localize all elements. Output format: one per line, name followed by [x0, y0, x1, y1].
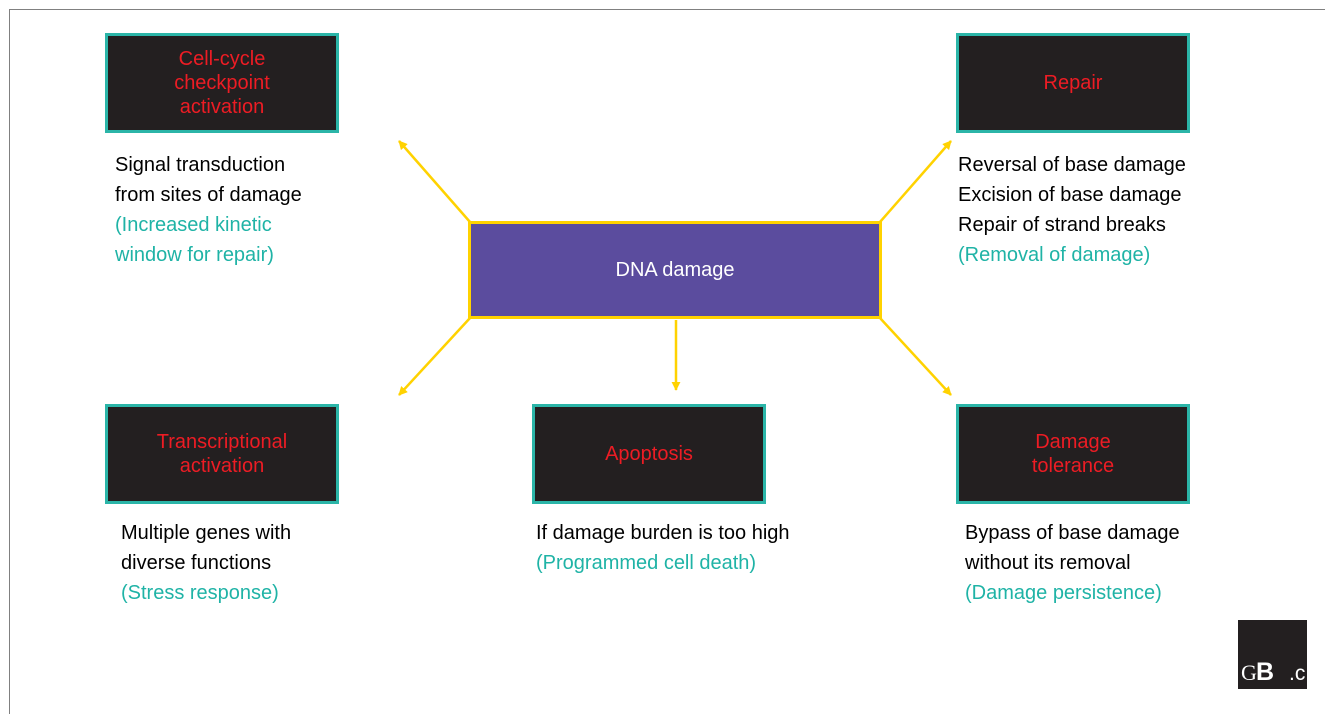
- checkpoint-title: Cell-cycle checkpoint activation: [174, 48, 270, 118]
- apoptosis-title: Apoptosis: [605, 443, 693, 465]
- tolerance-line: without its removal: [965, 552, 1131, 574]
- tolerance-description: Bypass of base damage without its remova…: [965, 518, 1180, 608]
- dna-damage-node: DNA damage: [468, 221, 882, 319]
- logo-c: .c: [1289, 662, 1306, 685]
- arrow-to-transcription: [398, 317, 471, 396]
- repair-line: Excision of base damage: [958, 184, 1182, 206]
- tolerance-node: Damage tolerance: [956, 404, 1190, 504]
- repair-title: Repair: [1043, 72, 1103, 94]
- repair-node: Repair: [956, 33, 1190, 133]
- apoptosis-line: If damage burden is too high: [536, 522, 790, 544]
- repair-description: Reversal of base damage Excision of base…: [958, 150, 1186, 270]
- checkpoint-outcome: (Increased kinetic: [115, 214, 272, 236]
- checkpoint-line: from sites of damage: [115, 184, 302, 206]
- logo-b: B: [1256, 658, 1275, 686]
- checkpoint-outcome: window for repair): [115, 244, 274, 266]
- checkpoint-line: Signal transduction: [115, 154, 286, 176]
- figure-frame: [9, 9, 1325, 714]
- apoptosis-node: Apoptosis: [532, 404, 766, 504]
- dna-damage-label: DNA damage: [615, 258, 735, 281]
- tolerance-title: Damage tolerance: [1031, 431, 1115, 477]
- apoptosis-description: If damage burden is too high (Programmed…: [536, 518, 790, 578]
- checkpoint-description: Signal transduction from sites of damage…: [115, 150, 302, 270]
- arrow-to-checkpoint: [398, 140, 471, 223]
- repair-line: Reversal of base damage: [958, 154, 1186, 176]
- transcription-line: diverse functions: [121, 552, 272, 574]
- transcription-outcome: (Stress response): [121, 582, 279, 604]
- transcription-title: Transcriptional activation: [156, 431, 288, 477]
- tolerance-outcome: (Damage persistence): [965, 582, 1162, 604]
- arrow-to-repair: [879, 140, 952, 223]
- checkpoint-node: Cell-cycle checkpoint activation: [105, 33, 339, 133]
- transcription-description: Multiple genes with diverse functions (S…: [121, 518, 291, 608]
- publisher-logo: G B .c: [1238, 620, 1307, 689]
- logo-g: G: [1241, 660, 1257, 685]
- transcription-node: Transcriptional activation: [105, 404, 339, 504]
- repair-line: Repair of strand breaks: [958, 214, 1166, 236]
- transcription-line: Multiple genes with: [121, 522, 292, 544]
- repair-outcome: (Removal of damage): [958, 244, 1151, 266]
- tolerance-line: Bypass of base damage: [965, 522, 1180, 544]
- apoptosis-outcome: (Programmed cell death): [536, 552, 757, 574]
- arrow-to-tolerance: [879, 317, 952, 396]
